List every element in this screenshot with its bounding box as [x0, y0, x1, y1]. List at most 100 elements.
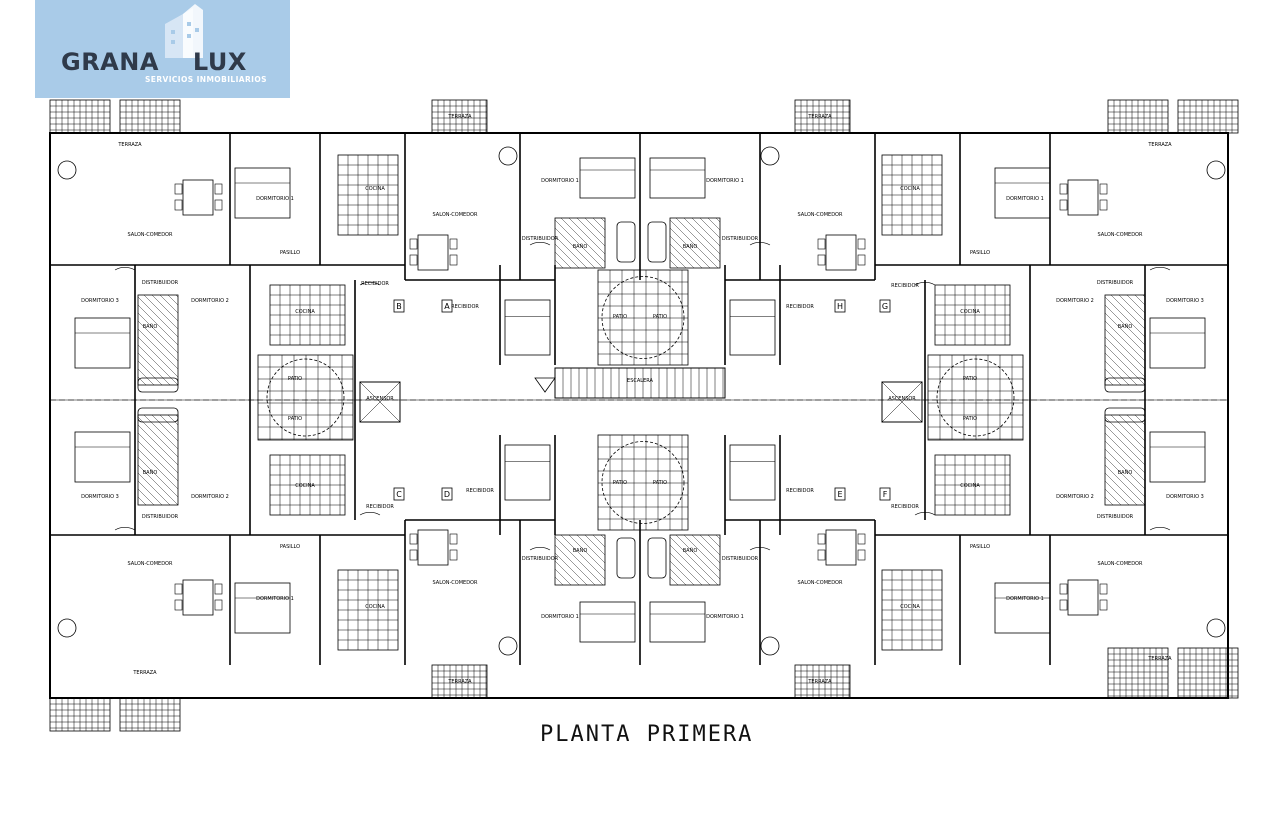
- round-fixture-1: [1206, 160, 1226, 180]
- unit-marker-D: D: [444, 490, 450, 499]
- room-label-45: DISTRIBUIDOR: [522, 236, 559, 242]
- outer-wall: [49, 132, 1229, 699]
- bano-5: [669, 217, 721, 269]
- room-label-42: PASILLO: [280, 544, 300, 550]
- bano-tile-1: [1134, 294, 1146, 306]
- chair-5-1: [817, 254, 826, 266]
- bano-tile-0: [175, 294, 179, 298]
- bano-tile-0: [137, 344, 179, 386]
- bano-tile-2: [137, 480, 163, 506]
- bano-tile-6: [554, 576, 564, 586]
- unit-marker-box-E: [834, 487, 846, 501]
- unit-marker-box-F: [879, 487, 891, 501]
- bano-tile-6: [584, 534, 606, 556]
- unit-marker-box-H: [834, 299, 846, 313]
- chair-1-0: [1059, 183, 1068, 195]
- bed-13: [729, 299, 776, 356]
- door-swing-4: [114, 527, 136, 531]
- bano-tile-7: [669, 544, 711, 586]
- door-swing-11: [749, 547, 771, 551]
- room-label-29: COCINA: [960, 483, 980, 489]
- bano-tile-0: [137, 352, 171, 386]
- bathtub-7: [647, 537, 667, 579]
- bano-tile-0: [137, 368, 155, 386]
- patio-grid-0: [257, 354, 354, 441]
- ascensor-right: [881, 381, 923, 423]
- bano-tile-7: [669, 536, 719, 586]
- ascensor-left: [359, 381, 401, 423]
- chair-2-3: [214, 599, 223, 611]
- logo-subtitle: SERVICIOS INMOBILIARIOS: [145, 75, 267, 84]
- door-swing-6: [1149, 527, 1171, 531]
- room-label-14: DORMITORIO 1: [706, 614, 744, 620]
- room-label-56: RECIBIDOR: [366, 504, 394, 510]
- bano-tile-1: [1104, 336, 1146, 378]
- door-swing-7: [914, 512, 936, 516]
- bano-tile-5: [669, 243, 695, 269]
- unit-marker-A: A: [444, 302, 450, 311]
- door-swing-5: [359, 512, 381, 516]
- chair-6-2: [449, 533, 458, 545]
- room-label-58: RECIBIDOR: [786, 488, 814, 494]
- room-label-49: DISTRIBUIDOR: [522, 556, 559, 562]
- chair-6-1: [409, 549, 418, 561]
- room-label-46: DISTRIBUIDOR: [722, 236, 759, 242]
- room-label-26: COCINA: [295, 309, 315, 315]
- room-label-37: SALON-COMEDOR: [433, 580, 478, 586]
- bano-tile-1: [1104, 344, 1146, 386]
- bano-tile-1: [1118, 294, 1146, 322]
- bano-tile-4: [592, 217, 606, 231]
- patio-grid-3: [597, 434, 689, 531]
- chair-7-2: [857, 533, 866, 545]
- bano-tile-5: [669, 235, 703, 269]
- bano-tile-0: [167, 294, 179, 306]
- bano-tile-5: [699, 217, 721, 239]
- bano-tile-6: [560, 534, 606, 580]
- bathtub-1: [1104, 377, 1146, 393]
- bathtub-6: [616, 537, 636, 579]
- room-label-13: DORMITORIO 1: [541, 614, 579, 620]
- chair-1-1: [1059, 199, 1068, 211]
- bano-tile-2: [137, 456, 179, 498]
- bano-tile-3: [1126, 414, 1146, 434]
- room-label-12: DORMITORIO 1: [256, 596, 294, 602]
- room-label-19: DORMITORIO 3: [1166, 298, 1204, 304]
- room-label-9: DORMITORIO 1: [541, 178, 579, 184]
- bano-tile-1: [1104, 296, 1146, 338]
- chair-5-3: [857, 254, 866, 266]
- bano-tile-5: [715, 217, 721, 223]
- unit-marker-box-B: [393, 299, 405, 313]
- chair-2-0: [174, 583, 183, 595]
- room-label-51: DISTRIBUIDOR: [1097, 514, 1134, 520]
- round-fixture-6: [498, 636, 518, 656]
- chair-0-0: [174, 183, 183, 195]
- bano-2: [137, 414, 179, 506]
- bano-1: [1104, 294, 1146, 386]
- bano-tile-5: [707, 217, 721, 231]
- unit-marker-box-C: [393, 487, 405, 501]
- door-swing-0: [114, 267, 136, 271]
- bano-tile-1: [1110, 294, 1146, 330]
- room-label-68: PATIO: [288, 376, 302, 382]
- bano-tile-5: [669, 251, 687, 269]
- chair-4-1: [409, 254, 418, 266]
- bano-tile-3: [1104, 416, 1146, 458]
- patio-grid-1: [927, 354, 1024, 441]
- bano-tile-2: [137, 440, 179, 482]
- chair-0-2: [214, 183, 223, 195]
- room-label-10: DORMITORIO 1: [706, 178, 744, 184]
- room-label-72: PATIO: [963, 376, 977, 382]
- patio-circle-1: [936, 358, 1015, 437]
- room-label-48: DISTRIBUIDOR: [142, 514, 179, 520]
- round-fixture-5: [760, 146, 780, 166]
- room-label-5: TERRAZA: [447, 679, 472, 685]
- bano-tile-7: [683, 534, 721, 572]
- dining-table-2: [182, 579, 214, 616]
- round-fixture-7: [760, 636, 780, 656]
- bano-tile-6: [554, 552, 588, 586]
- bano-tile-2: [167, 414, 179, 426]
- room-label-60: BAÑO: [143, 323, 158, 330]
- room-label-43: PASILLO: [970, 544, 990, 550]
- dining-table-7: [825, 529, 857, 566]
